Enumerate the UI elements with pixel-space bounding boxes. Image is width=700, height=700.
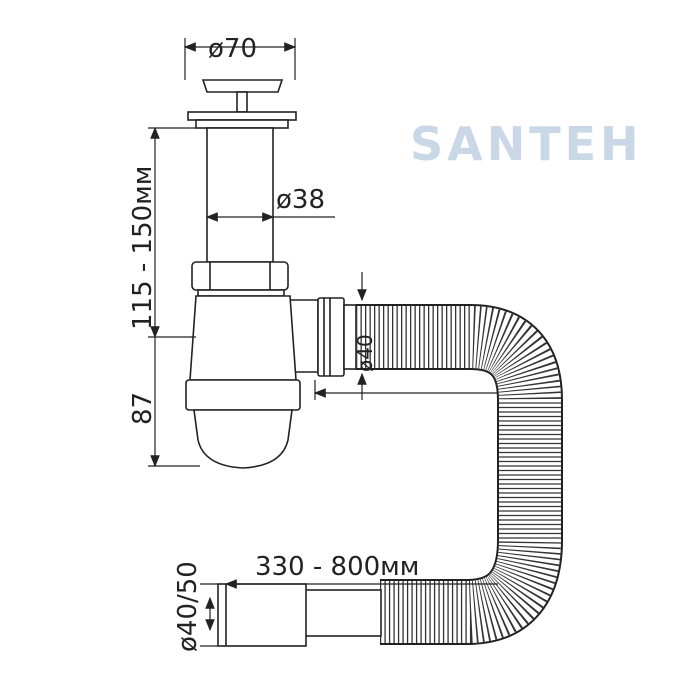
bottle-body [185,295,301,469]
dim-outlet-diameter: ø40 [353,334,377,372]
union-nut [191,261,289,297]
strainer [187,79,297,129]
vertical-pipe [206,127,274,263]
dim-bottle-height: 87 [128,392,158,425]
dim-hose-length: 330 - 800мм [255,552,419,582]
outlet-pipe [217,583,382,647]
dim-strainer-diameter: ø70 [208,34,257,64]
dim-height-range: 115 - 150мм [128,166,158,330]
flexible-hose [356,304,563,645]
watermark: SANTEH [410,117,643,171]
dim-end-diameter: ø40/50 [173,561,203,652]
dim-pipe-diameter: ø38 [276,185,325,215]
